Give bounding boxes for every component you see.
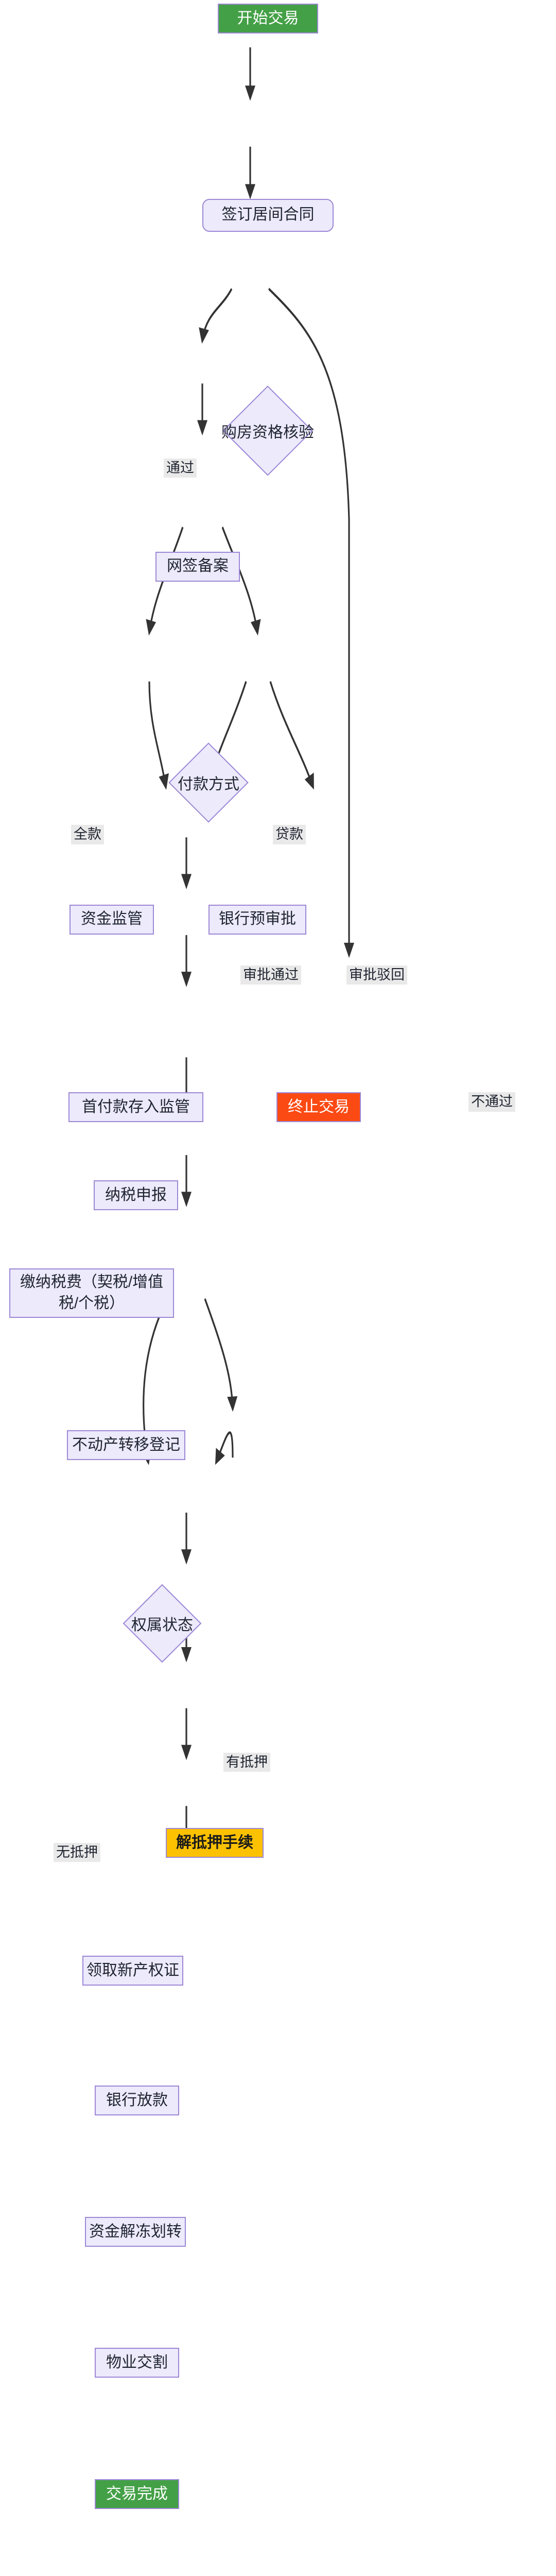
edge-label-approved: 审批通过: [240, 965, 301, 985]
footer-watermark: 服务号 · AI脑图: [413, 2573, 537, 2576]
node-terminate-transaction[interactable]: 终止交易: [276, 1092, 361, 1123]
node-bank-disbursement[interactable]: 银行放款: [95, 2086, 179, 2116]
edge-label-has-mortgage: 有抵押: [223, 1752, 270, 1772]
node-mortgage-release[interactable]: 解抵押手续: [166, 1828, 264, 1858]
node-label: 权属状态: [131, 1617, 193, 1634]
edge-ownership-hasmortgage: [204, 1298, 238, 1412]
node-transaction-complete[interactable]: 交易完成: [95, 2479, 179, 2509]
edge-qualify-pass: [199, 288, 233, 344]
node-fund-unfreeze-transfer[interactable]: 资金解冻划转: [85, 2217, 186, 2247]
node-bank-preapproval[interactable]: 银行预审批: [208, 904, 306, 935]
node-purchase-qualification-check[interactable]: 购房资格核验: [188, 385, 348, 476]
edge-label-fail: 不通过: [468, 1092, 515, 1112]
node-payment-method[interactable]: 付款方式: [149, 742, 268, 823]
node-realestate-transfer-registration[interactable]: 不动产转移登记: [67, 1430, 185, 1460]
edge-label-loan: 贷款: [273, 825, 306, 844]
edge-label-no-mortgage: 无抵押: [54, 1842, 100, 1862]
node-fund-supervision[interactable]: 资金监管: [70, 904, 154, 935]
edge-mortgage-to-cert: [215, 1431, 234, 1465]
edge-label-full-payment: 全款: [71, 825, 104, 844]
node-label: 购房资格核验: [221, 424, 314, 442]
edge-bank-rejected: [269, 681, 314, 790]
watermark-text: 服务号 · AI脑图: [437, 2573, 537, 2576]
edge-label-rejected: 审批驳回: [346, 965, 407, 985]
edge-escrow-to-downpay: [148, 681, 169, 790]
node-start-transaction[interactable]: 开始交易: [218, 4, 318, 34]
node-pay-taxes[interactable]: 缴纳税费（契税/增值税/个税）: [9, 1268, 174, 1318]
node-sign-brokerage-contract[interactable]: 签订居间合同: [202, 198, 334, 232]
edge-label-pass: 通过: [164, 458, 197, 478]
node-property-handover[interactable]: 物业交割: [95, 2347, 179, 2378]
node-downpayment-into-escrow[interactable]: 首付款存入监管: [68, 1092, 203, 1123]
edge-group: [141, 47, 354, 1858]
edge-payment-loan: [221, 527, 261, 636]
node-ownership-status[interactable]: 权属状态: [103, 1584, 221, 1663]
node-tax-declaration[interactable]: 纳税申报: [94, 1180, 178, 1210]
node-online-filing[interactable]: 网签备案: [155, 551, 240, 582]
node-receive-new-certificate[interactable]: 领取新产权证: [82, 1956, 183, 1986]
node-label: 付款方式: [178, 775, 239, 793]
edge-qualify-fail: [268, 287, 354, 958]
